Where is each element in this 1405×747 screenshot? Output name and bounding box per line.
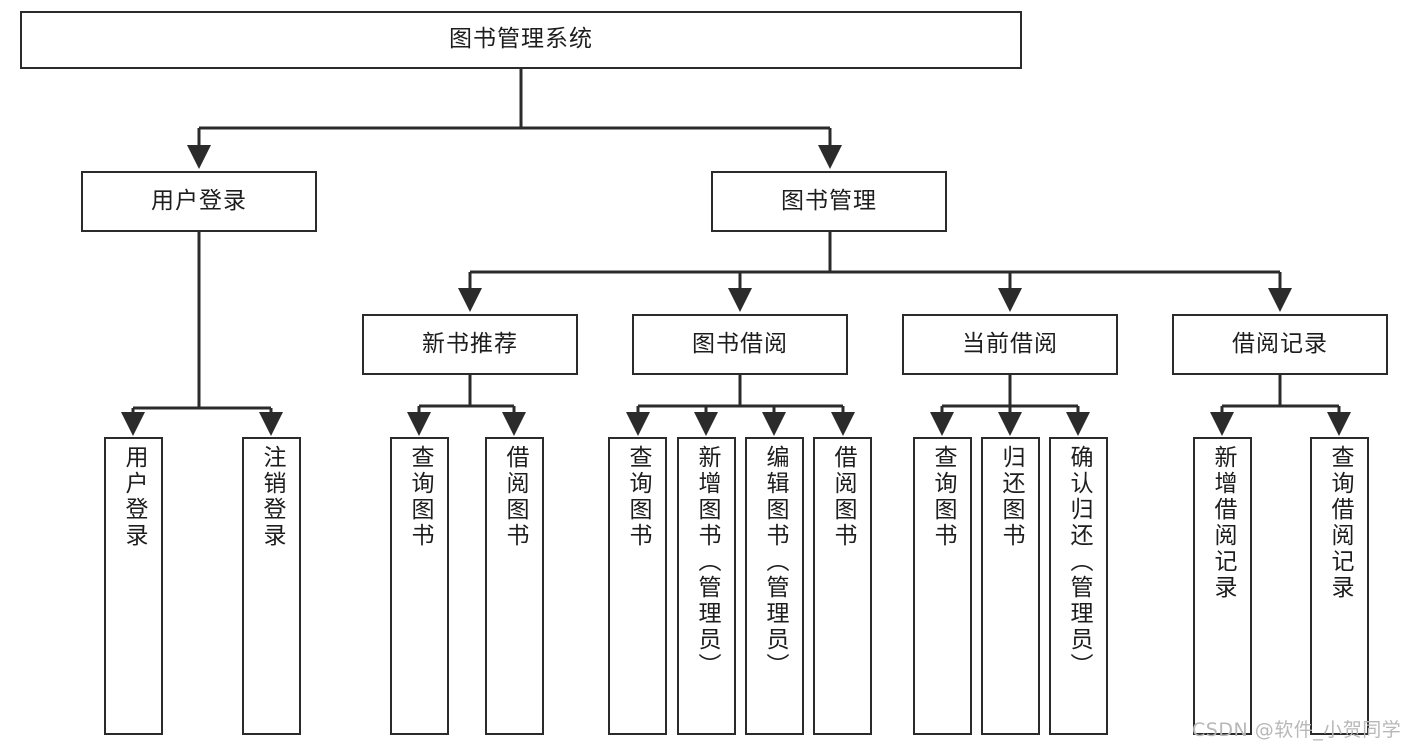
node-label: 借阅图书 [830,445,856,549]
leaf-book-borrow-add[interactable]: 新增图书（管理员） [677,437,736,735]
node-label: 确认归还（管理员） [1066,445,1092,679]
node-label: 查询图书 [625,445,651,549]
node-label: 图书管理系统 [449,26,593,53]
leaf-current-borrow-query[interactable]: 查询图书 [913,437,972,735]
leaf-new-book-query[interactable]: 查询图书 [390,437,449,735]
node-label: 编辑图书（管理员） [762,445,788,679]
node-root-book-management-system[interactable]: 图书管理系统 [20,11,1022,69]
node-label: 图书管理 [781,187,877,214]
node-label: 新书推荐 [422,330,518,357]
node-book-borrow[interactable]: 图书借阅 [632,314,848,375]
node-label: 用户登录 [151,187,247,214]
node-label: 新增借阅记录 [1210,445,1236,601]
node-label: 查询图书 [407,445,433,549]
leaf-new-book-borrow[interactable]: 借阅图书 [485,437,544,735]
leaf-current-borrow-confirm-return[interactable]: 确认归还（管理员） [1049,437,1108,735]
node-label: 归还图书 [998,445,1024,549]
leaf-borrow-record-query[interactable]: 查询借阅记录 [1310,437,1369,735]
node-label: 借阅记录 [1232,330,1328,357]
node-current-borrow[interactable]: 当前借阅 [902,314,1118,375]
csdn-watermark: CSDN @软件_小贺同学 [1192,719,1402,741]
node-borrow-record[interactable]: 借阅记录 [1172,314,1388,375]
leaf-current-borrow-return[interactable]: 归还图书 [981,437,1040,735]
node-label: 查询图书 [930,445,956,549]
node-book-management[interactable]: 图书管理 [711,171,947,232]
node-user-login[interactable]: 用户登录 [81,171,317,232]
node-label: 查询借阅记录 [1327,445,1353,601]
leaf-user-login-login[interactable]: 用户登录 [104,437,163,735]
leaf-book-borrow-query[interactable]: 查询图书 [608,437,667,735]
leaf-user-login-logout[interactable]: 注销登录 [242,437,301,735]
node-label: 图书借阅 [692,330,788,357]
leaf-book-borrow-borrow[interactable]: 借阅图书 [813,437,872,735]
node-label: 当前借阅 [962,330,1058,357]
node-new-book-recommend[interactable]: 新书推荐 [362,314,578,375]
node-label: 用户登录 [121,445,147,549]
leaf-book-borrow-edit[interactable]: 编辑图书（管理员） [745,437,804,735]
node-label: 新增图书（管理员） [694,445,720,679]
node-label: 借阅图书 [502,445,528,549]
node-label: 注销登录 [259,445,285,549]
leaf-borrow-record-add[interactable]: 新增借阅记录 [1193,437,1252,735]
